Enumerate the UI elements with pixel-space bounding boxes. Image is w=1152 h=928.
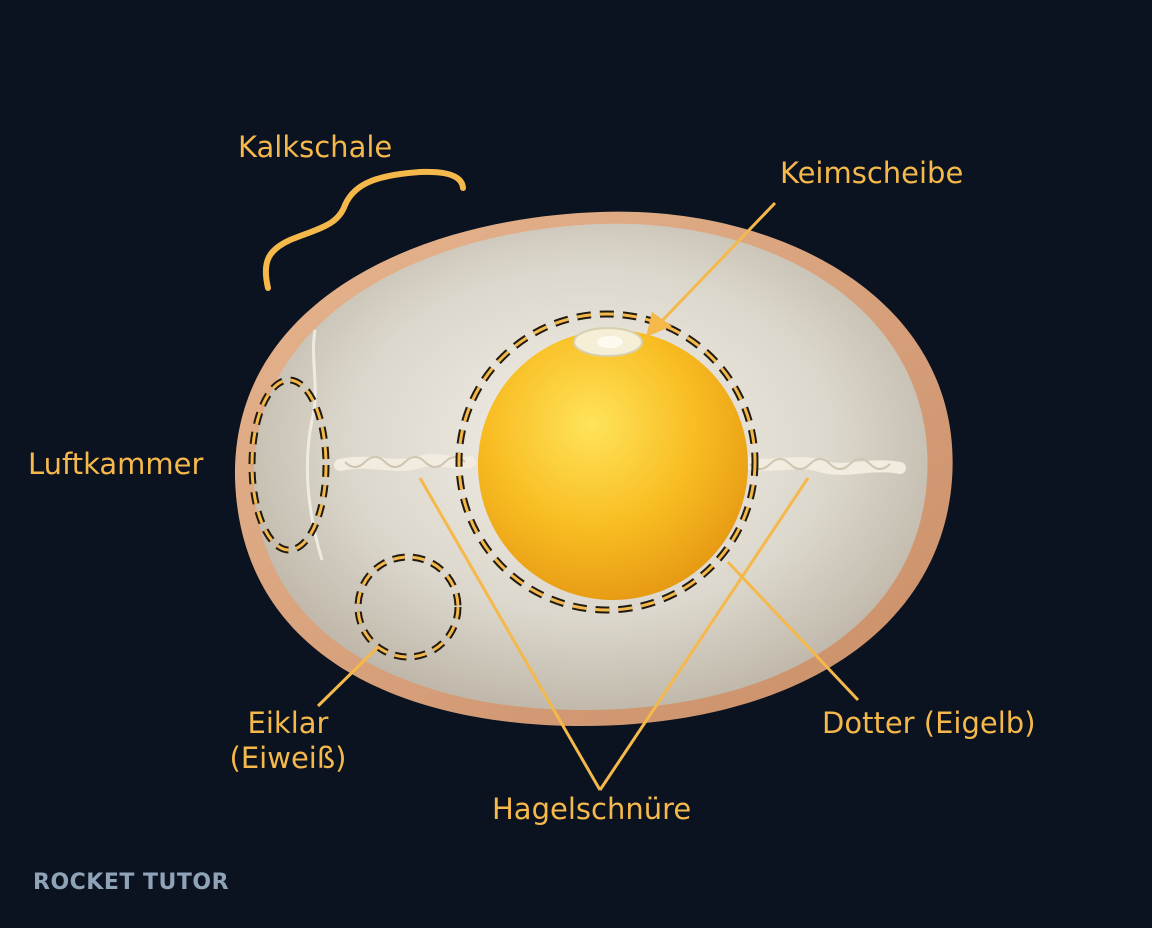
hagelschnuere-leader-right [598, 477, 810, 791]
keimscheibe-arrow-head [646, 312, 672, 337]
dotter-leader-line [726, 560, 860, 702]
yolk [478, 330, 748, 600]
eiklar-leader-line [316, 645, 380, 708]
label-luftkammer: Luftkammer [28, 447, 204, 481]
hagelschnuere-leader-left [418, 477, 602, 791]
air-cell-dashed-outline-inner [250, 378, 328, 552]
yolk-dashed-outline-inner [457, 312, 757, 612]
chalaza-right-twist [749, 458, 891, 470]
albumen-dashed-outline-inner [356, 555, 460, 659]
label-hagelschnuere: Hagelschnüre [492, 792, 692, 826]
shell-brace [262, 168, 466, 291]
brand-logo: ROCKET TUTOR [33, 870, 230, 895]
label-eiklar-line1: Eiklar [247, 706, 329, 740]
keimscheibe-leader-line [656, 201, 777, 327]
label-eiklar-line2: (Eiweiß) [229, 740, 347, 775]
label-dotter: Dotter (Eigelb) [822, 706, 1036, 740]
label-eiklar: Eiklar (Eiweiß) [218, 706, 358, 776]
label-keimscheibe: Keimscheibe [780, 156, 964, 190]
chalaza-left-twist [344, 456, 466, 468]
label-kalkschale: Kalkschale [238, 130, 393, 164]
germinal-disc-center [597, 336, 623, 348]
